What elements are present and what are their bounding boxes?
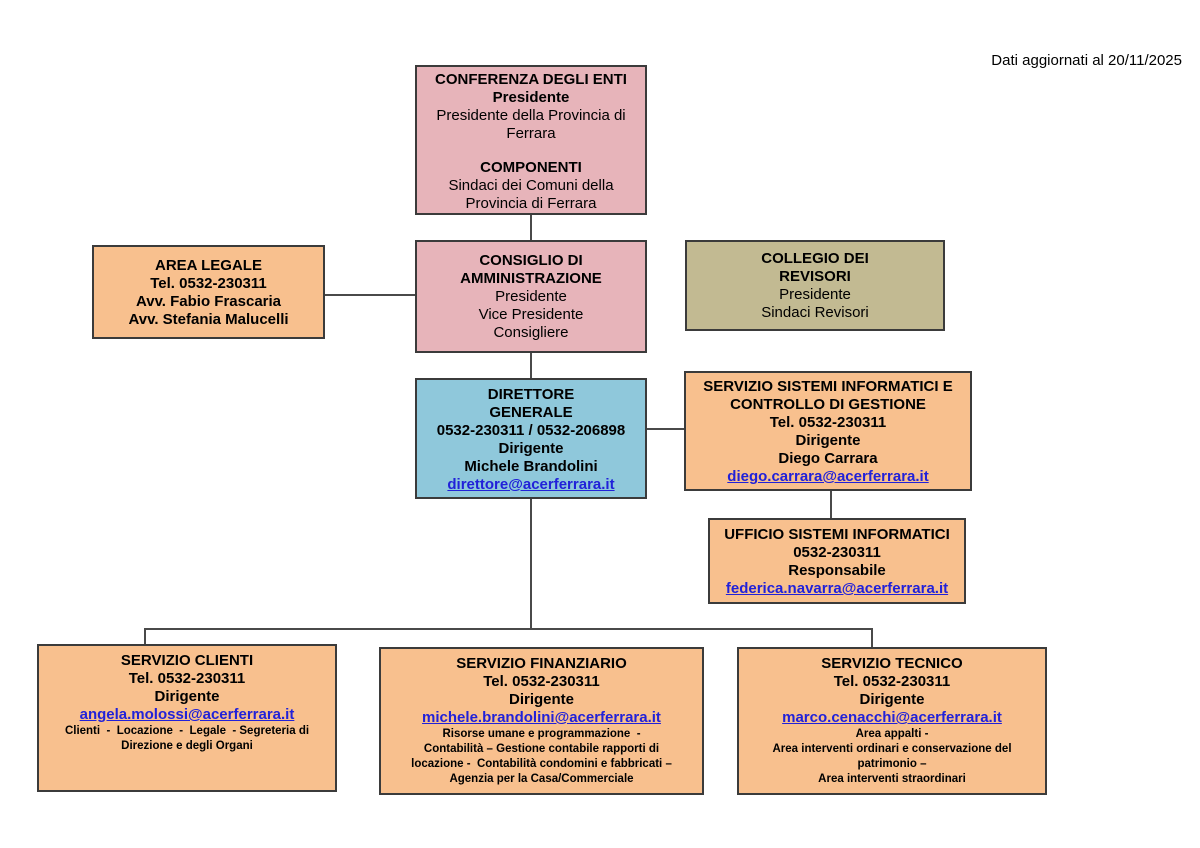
box-title: SERVIZIO TECNICO [821, 655, 963, 672]
email-link[interactable]: direttore@acerferrara.it [447, 476, 615, 493]
box-title: UFFICIO SISTEMI INFORMATICI [724, 526, 950, 543]
box-line: Tel. 0532-230311 [150, 275, 267, 292]
connector-direttore-sistemi [647, 428, 684, 430]
box-line: patrimonio – [857, 758, 927, 770]
box-line: Responsabile [788, 562, 886, 579]
box-line: Consigliere [493, 324, 569, 341]
box-title: CONSIGLIO DI [479, 252, 583, 269]
box-line: Vice Presidente [478, 306, 584, 323]
connector-arealegale-consiglio [325, 294, 415, 296]
box-line: Tel. 0532-230311 [769, 414, 887, 431]
box-line: Provincia di Ferrara [465, 195, 597, 212]
box-line: Direzione e degli Organi [121, 740, 253, 752]
box-line: Risorse umane e programmazione - [442, 728, 641, 740]
box-line: Area appalti - [855, 728, 929, 740]
box-line: Diego Carrara [778, 450, 878, 467]
box-line: Presidente [779, 286, 851, 303]
box-line: Sindaci dei Comuni della [448, 177, 614, 194]
box-title: CONFERENZA DEGLI ENTI [435, 71, 627, 88]
connector-conferenza-consiglio [530, 215, 532, 240]
box-line: Contabilità – Gestione contabile rapport… [423, 743, 660, 755]
box-line: Tel. 0532-230311 [833, 673, 951, 690]
box-line: Michele Brandolini [464, 458, 598, 475]
box-line: Dirigente [859, 691, 925, 708]
box-line: Sindaci Revisori [761, 304, 869, 321]
box-title: AREA LEGALE [155, 257, 262, 274]
box-line: COMPONENTI [480, 159, 582, 176]
updated-date-label: Dati aggiornati al 20/11/2025 [991, 52, 1182, 69]
box-line: locazione - Contabilità condomini e fabb… [411, 758, 672, 770]
box-line: Clienti - Locazione - Legale - Segreteri… [64, 725, 310, 737]
email-link[interactable]: angela.molossi@acerferrara.it [79, 706, 295, 723]
box-line: 0532-230311 [793, 544, 881, 561]
box-line: Presidente della Provincia di [436, 107, 626, 124]
box-line: 0532-230311 / 0532-206898 [436, 422, 626, 439]
box-line: Ferrara [506, 125, 556, 142]
box-title: REVISORI [779, 268, 851, 285]
box-line: Dirigente [795, 432, 861, 449]
box-title: DIRETTORE [487, 386, 575, 403]
box-line: Dirigente [498, 440, 564, 457]
connector-consiglio-direttore [530, 353, 532, 378]
connector-sistemi-ufficio [830, 491, 832, 518]
box-line: Area interventi ordinari e conservazione… [772, 743, 1012, 755]
box-line: Area interventi straordinari [818, 773, 966, 785]
box-title: GENERALE [489, 404, 573, 421]
box-line: Avv. Fabio Frascaria [135, 293, 282, 310]
email-link[interactable]: marco.cenacchi@acerferrara.it [782, 709, 1002, 726]
box-line: Tel. 0532-230311 [128, 670, 246, 687]
box-title: SERVIZIO SISTEMI INFORMATICI E [703, 378, 953, 395]
email-link[interactable]: michele.brandolini@acerferrara.it [422, 709, 661, 726]
box-title: CONTROLLO DI GESTIONE [730, 396, 926, 413]
box-title: COLLEGIO DEI [761, 250, 869, 267]
email-link[interactable]: diego.carrara@acerferrara.it [727, 468, 929, 485]
box-line: Presidente [492, 89, 570, 106]
box-title: SERVIZIO CLIENTI [120, 652, 254, 669]
connector-drop-tecnico [871, 628, 873, 647]
box-line: Avv. Stefania Malucelli [128, 311, 289, 328]
box-line: Tel. 0532-230311 [483, 673, 600, 690]
box-line: Dirigente [154, 688, 220, 705]
email-link[interactable]: federica.navarra@acerferrara.it [725, 580, 949, 597]
box-line [417, 143, 645, 159]
box-title: AMMINISTRAZIONE [460, 270, 602, 287]
box-line: Presidente [495, 288, 567, 305]
box-line: Dirigente [508, 691, 574, 708]
box-line: Agenzia per la Casa/Commerciale [449, 773, 634, 785]
connector-bottom-rail [144, 628, 873, 630]
connector-direttore-rail [530, 499, 532, 630]
connector-drop-clienti [144, 628, 146, 644]
box-title: SERVIZIO FINANZIARIO [456, 655, 627, 672]
